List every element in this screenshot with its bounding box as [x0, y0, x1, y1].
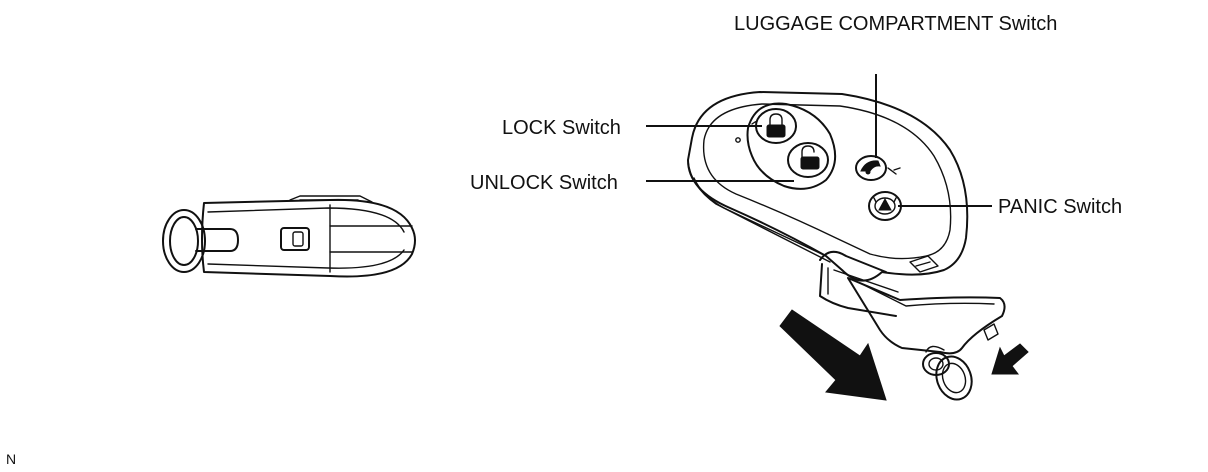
smart-key-side-view-icon: [162, 195, 416, 278]
panic-switch-label: PANIC Switch: [998, 196, 1122, 218]
key-ring: [922, 345, 973, 401]
lock-icon: [766, 113, 786, 138]
unlock-icon: [800, 145, 820, 170]
unlock-button[interactable]: [787, 142, 829, 178]
trunk-icon: [860, 160, 881, 175]
emergency-key-blade: [819, 250, 1006, 355]
arrow-down-right-icon: [779, 309, 887, 401]
smart-key-fob-icon: [687, 91, 1006, 401]
unlock-switch-label: UNLOCK Switch: [470, 172, 618, 194]
lock-switch-label: LOCK Switch: [502, 117, 621, 139]
alarm-icon: [873, 197, 897, 211]
arrow-down-left-icon: [991, 343, 1029, 375]
luggage-compartment-button[interactable]: [855, 155, 901, 181]
luggage-compartment-switch-label: LUGGAGE COMPARTMENT Switch: [734, 13, 1057, 35]
panic-button[interactable]: [868, 191, 902, 221]
lock-button[interactable]: [755, 108, 797, 144]
figure-corner-mark: N: [6, 451, 16, 467]
